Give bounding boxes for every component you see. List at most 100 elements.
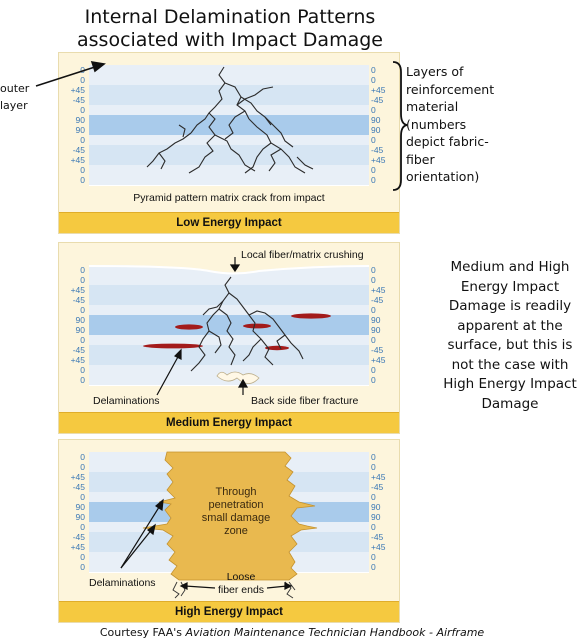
- ply-orientation: +45: [70, 85, 85, 95]
- medium-energy-bar: Medium Energy Impact: [59, 412, 399, 433]
- ply-layer: [89, 175, 369, 186]
- ply-orientation: 90: [75, 512, 85, 522]
- matrix-crack-pattern: [146, 66, 314, 174]
- ply-orientation: +45: [70, 355, 85, 365]
- ply-orientation: 0: [80, 562, 85, 572]
- ply-orientation: 0: [371, 175, 376, 185]
- high-damage-drawing: [120, 451, 318, 599]
- ply-orientation: 0: [371, 492, 376, 502]
- ply-orientation: +45: [371, 542, 386, 552]
- layers-note-line: material: [406, 99, 459, 114]
- ply-orientation: 0: [80, 375, 85, 385]
- ply-orientation: 90: [371, 115, 381, 125]
- ply-orientation: 90: [371, 125, 381, 135]
- ply-orientation: 0: [80, 452, 85, 462]
- ply-orientation: -45: [371, 532, 384, 542]
- ply-orientation: -45: [371, 295, 384, 305]
- ply-orientation: 0: [371, 75, 376, 85]
- ply-orientation: 0: [371, 335, 376, 345]
- ply-orientation: +45: [70, 542, 85, 552]
- damage-zone-label: Through penetration small damage zone: [201, 486, 271, 537]
- ply-orientation: 0: [371, 452, 376, 462]
- ply-orientation: 90: [75, 502, 85, 512]
- ply-orientation: 90: [75, 115, 85, 125]
- ply-orientation: 0: [80, 552, 85, 562]
- medium-damage-drawing: [88, 257, 370, 396]
- side-note-line: Energy Impact: [460, 278, 560, 295]
- ply-orientation: -45: [72, 295, 85, 305]
- outer-layer-label: outer layer: [0, 82, 30, 112]
- ply-orientation: 0: [80, 365, 85, 375]
- side-note-line: Damage: [481, 395, 539, 412]
- ply-orientation: 0: [371, 165, 376, 175]
- ply-orientation: 0: [80, 135, 85, 145]
- side-note-line: Damage is readily: [448, 298, 572, 314]
- ply-orientation: 0: [80, 165, 85, 175]
- ply-orientation: 0: [80, 265, 85, 275]
- ply-orientation: +45: [371, 355, 386, 365]
- handbook-title: Aviation Maintenance Technician Handbook…: [185, 626, 485, 639]
- ply-orientation: 0: [371, 65, 376, 75]
- ply-orientation: +45: [70, 155, 85, 165]
- side-note-line: High Energy Impact: [443, 376, 577, 392]
- ply-orientation: -45: [72, 345, 85, 355]
- ply-orientation: 90: [371, 325, 381, 335]
- low-caption: Pyramid pattern matrix crack from impact: [133, 192, 325, 204]
- source-credit: Courtesy FAA's Aviation Maintenance Tech…: [99, 626, 485, 639]
- ply-orientation: +45: [70, 285, 85, 295]
- ply-orientation: 0: [371, 552, 376, 562]
- ply-orientation: 90: [371, 315, 381, 325]
- ply-orientation: 0: [80, 105, 85, 115]
- ply-orientation: +45: [371, 472, 386, 482]
- high-energy-bar: High Energy Impact: [59, 601, 399, 622]
- ply-orientation: 0: [371, 462, 376, 472]
- crushing-label: Local fiber/matrix crushing: [241, 249, 364, 261]
- layers-note-line: Layers of: [406, 64, 464, 79]
- loose-fiber-label: Loose fiber ends: [217, 571, 265, 596]
- ply-orientation: -45: [72, 532, 85, 542]
- diagram-title: Internal Delamination Patterns associate…: [60, 6, 400, 52]
- ply-orientation: 90: [75, 325, 85, 335]
- ply-orientation: 0: [371, 265, 376, 275]
- delaminations-label: Delaminations: [89, 577, 156, 589]
- ply-orientation: -45: [72, 145, 85, 155]
- side-note-line: not the case with: [451, 356, 569, 373]
- side-note-line: surface, but this is: [447, 337, 573, 353]
- ply-orientation: 0: [80, 335, 85, 345]
- ply-orientation: -45: [72, 482, 85, 492]
- ply-orientation: 0: [371, 522, 376, 532]
- delaminations-label: Delaminations: [93, 395, 160, 407]
- ply-orientation: 0: [80, 492, 85, 502]
- side-note-line: Medium and High: [450, 259, 570, 275]
- ply-orientation: 0: [371, 135, 376, 145]
- layers-note-line: fiber: [406, 151, 435, 167]
- layers-note-line: (numbers: [406, 116, 467, 132]
- ply-orientation: +45: [70, 472, 85, 482]
- side-note-line: apparent at the: [457, 317, 563, 334]
- title-line-1: Internal Delamination Patterns: [84, 6, 376, 28]
- ply-orientation: -45: [72, 95, 85, 105]
- ply-orientation: -45: [371, 95, 384, 105]
- ply-orientation: 0: [80, 522, 85, 532]
- ply-orientation: +45: [371, 85, 386, 95]
- ply-orientation: +45: [371, 155, 386, 165]
- ply-orientation: 0: [371, 275, 376, 285]
- ply-orientation: 90: [371, 502, 381, 512]
- ply-orientation: -45: [371, 345, 384, 355]
- ply-orientation: 90: [75, 315, 85, 325]
- ply-orientation: -45: [371, 145, 384, 155]
- ply-orientation: 0: [371, 375, 376, 385]
- ply-orientation: 0: [371, 365, 376, 375]
- ply-orientation: 90: [75, 125, 85, 135]
- ply-orientation: 90: [371, 512, 381, 522]
- ply-orientation: 0: [80, 462, 85, 472]
- ply-orientation: 0: [371, 562, 376, 572]
- ply-orientation: +45: [371, 285, 386, 295]
